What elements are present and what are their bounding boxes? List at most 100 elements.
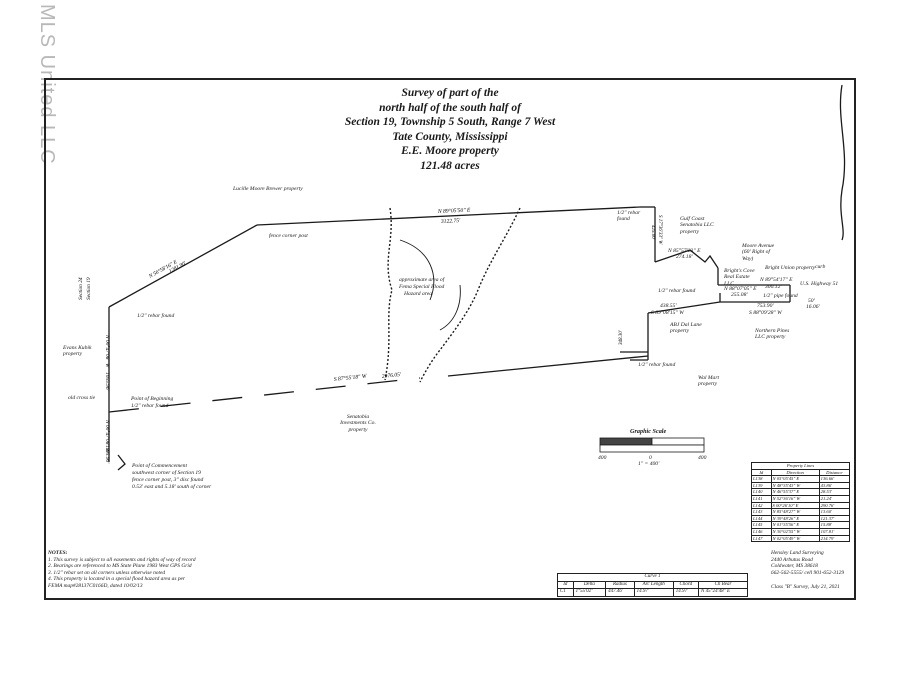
flood-label-3: Hazard area [404,291,433,297]
dist-16-label: 16.06' [806,304,820,310]
bright-union-label: Bright Union property [765,265,816,271]
curve-title: Curve 1 [557,573,748,582]
scale-bar-dark [599,437,653,446]
pl-cell-distance: 15.88' [818,521,851,529]
curb-label: curb [815,264,826,270]
section-24-label: Section 24 [78,277,84,300]
west-bearing-label-2: N 00°47'08" W [104,419,111,453]
pl-cell-direction: N 39°48'26" E [770,514,820,523]
creek-line-east [419,207,521,383]
fence-corner-label: fence corner post [269,233,308,239]
flood-arc-2 [439,284,461,331]
senatobia-label: Senatobia Investments Co. property [340,414,376,433]
title-line-5: E.E. Moore property [401,145,499,158]
s2-dist-label: 753.90' [757,303,774,309]
rebar-se-label: 1/2" rebar found [638,362,676,368]
scale-bar-lower [599,444,705,453]
pl-cell-distance: 21.24' [818,494,851,503]
curve-header-id: Id [557,580,574,589]
scale-bar-light [651,437,705,446]
north-distance-label: 3122.75' [440,218,461,225]
pl-cell-id: L142 [751,501,772,510]
scale-left-label: 400 [598,455,607,461]
pl-cell-distance: 290.76' [818,501,851,510]
rebar-mid-label: 1/2" rebar found [658,288,696,294]
pl-cell-id: L147 [751,534,772,543]
pipe-found-label: 1/2" pipe found [763,293,798,299]
wal-mart-label: Wal Mart property [698,375,720,388]
property-lines-title: Property Lines [751,462,850,470]
title-line-6: 121.48 acres [420,159,480,172]
poc-line-4: 0.53' east and 5.18' south of corner [132,484,212,490]
surveyor-city: Coldwater, MS 38618 [771,563,818,570]
gulf-coast-label: Gulf Coast Senatobia LLC property [680,216,714,235]
poc-line-2: southwest corner of Section 19 [132,470,201,476]
creek-line-west [384,207,393,381]
curve-header-bearing: Ch Bear [698,580,748,589]
ne-distance-label: 425.00' [650,225,655,241]
ne-bearing-label: S 17°36'33" W [657,215,662,245]
dist-50-label: 50' [808,298,815,304]
curve-table: Curve 1 Id Delta Radius Arc Length Chord… [557,573,748,597]
pl-cell-distance: 136.66' [818,475,851,483]
title-line-2: north half of the south half of [379,101,521,114]
n3-dist-label: 300.12' [765,284,782,290]
scale-ratio-label: 1" = 400' [638,461,660,467]
pl-cell-direction: N 30°02'55" W [770,527,820,536]
mid-dist-label: 438.55' [660,303,677,309]
pl-cell-id: L138 [751,475,772,483]
lucille-brewer-label: Lucille Moore Brewer property [233,186,303,192]
rebar-ne-label: 1/2" rebar found [617,210,641,223]
flood-arc-1 [399,239,435,301]
poc-line-1: Point of Commencement [132,463,187,469]
flood-label-1: approximate area of [399,277,445,283]
surveyor-address: 2440 Arbutus Road [771,556,813,563]
evans-kubik-label: Evans Kubik property [63,345,92,358]
brights-cove-label: Bright's Cove Real Estate LLC [724,268,755,287]
pl-cell-distance: 121.37' [818,514,851,523]
us-highway-label: U.S. Highway 51 [800,281,839,287]
property-lines-table: Property Lines Id Direction Distance L13… [751,462,851,543]
rebar-found-west-label: 1/2" rebar found [137,313,175,319]
n4-dist-label: 255.08' [731,292,748,298]
curve-cell-id: C1 [557,588,574,597]
graphic-scale-title: Graphic Scale [630,428,667,435]
note-1: 1. This survey is subject to all easemen… [48,556,196,563]
south-bearing-label: S 87°55'18" W [333,372,368,383]
curve-cell-arc: 14.97' [633,588,674,597]
pl-cell-direction: N 48°35'43" W [770,481,820,490]
pl-cell-direction: N 46°55'37" E [770,488,820,496]
curve-cell-radius: 447.46' [605,588,635,597]
mid-east-distance-label: 348.30' [619,329,624,345]
scale-mid-label: 0 [649,455,652,461]
notes-block: NOTES: 1. This survey is subject to all … [48,550,196,590]
n-dist2-label: 274.18' [676,254,693,260]
pl-cell-distance: 107.81' [818,527,851,536]
northern-pines-label: Northern Pines LLC property [755,328,790,341]
surveyor-name: Hensley Land Surveying [771,550,824,556]
note-4: 4. This property is located in a special… [48,576,186,583]
curve-cell-delta: 1°55'02" [572,588,607,597]
moore-avenue-label: Moore Avenue (60' Right of Way) [742,243,775,262]
pl-cell-id: L143 [751,508,772,516]
survey-date: Class "B" Survey, July 21, 2021 [771,584,840,591]
west-bearing-label: N 00°47'08" W [104,334,111,368]
surveyor-phone: 662-562-5555/ cell 901-652-3129 [771,569,845,576]
pl-header-distance: Distance [818,468,851,477]
pl-cell-distance: 13.60' [818,508,851,516]
south-distance-label: 2976.05' [382,372,403,380]
s2-bearing-label: S 88°09'28" W [749,310,782,316]
n3-bearing-label: N 89°54'17" E [760,277,793,283]
pob-label: Point of Beginning [131,396,174,402]
south-boundary-line-west [108,377,421,413]
pl-cell-id: L144 [751,514,772,523]
survey-sheet-border [44,78,856,600]
